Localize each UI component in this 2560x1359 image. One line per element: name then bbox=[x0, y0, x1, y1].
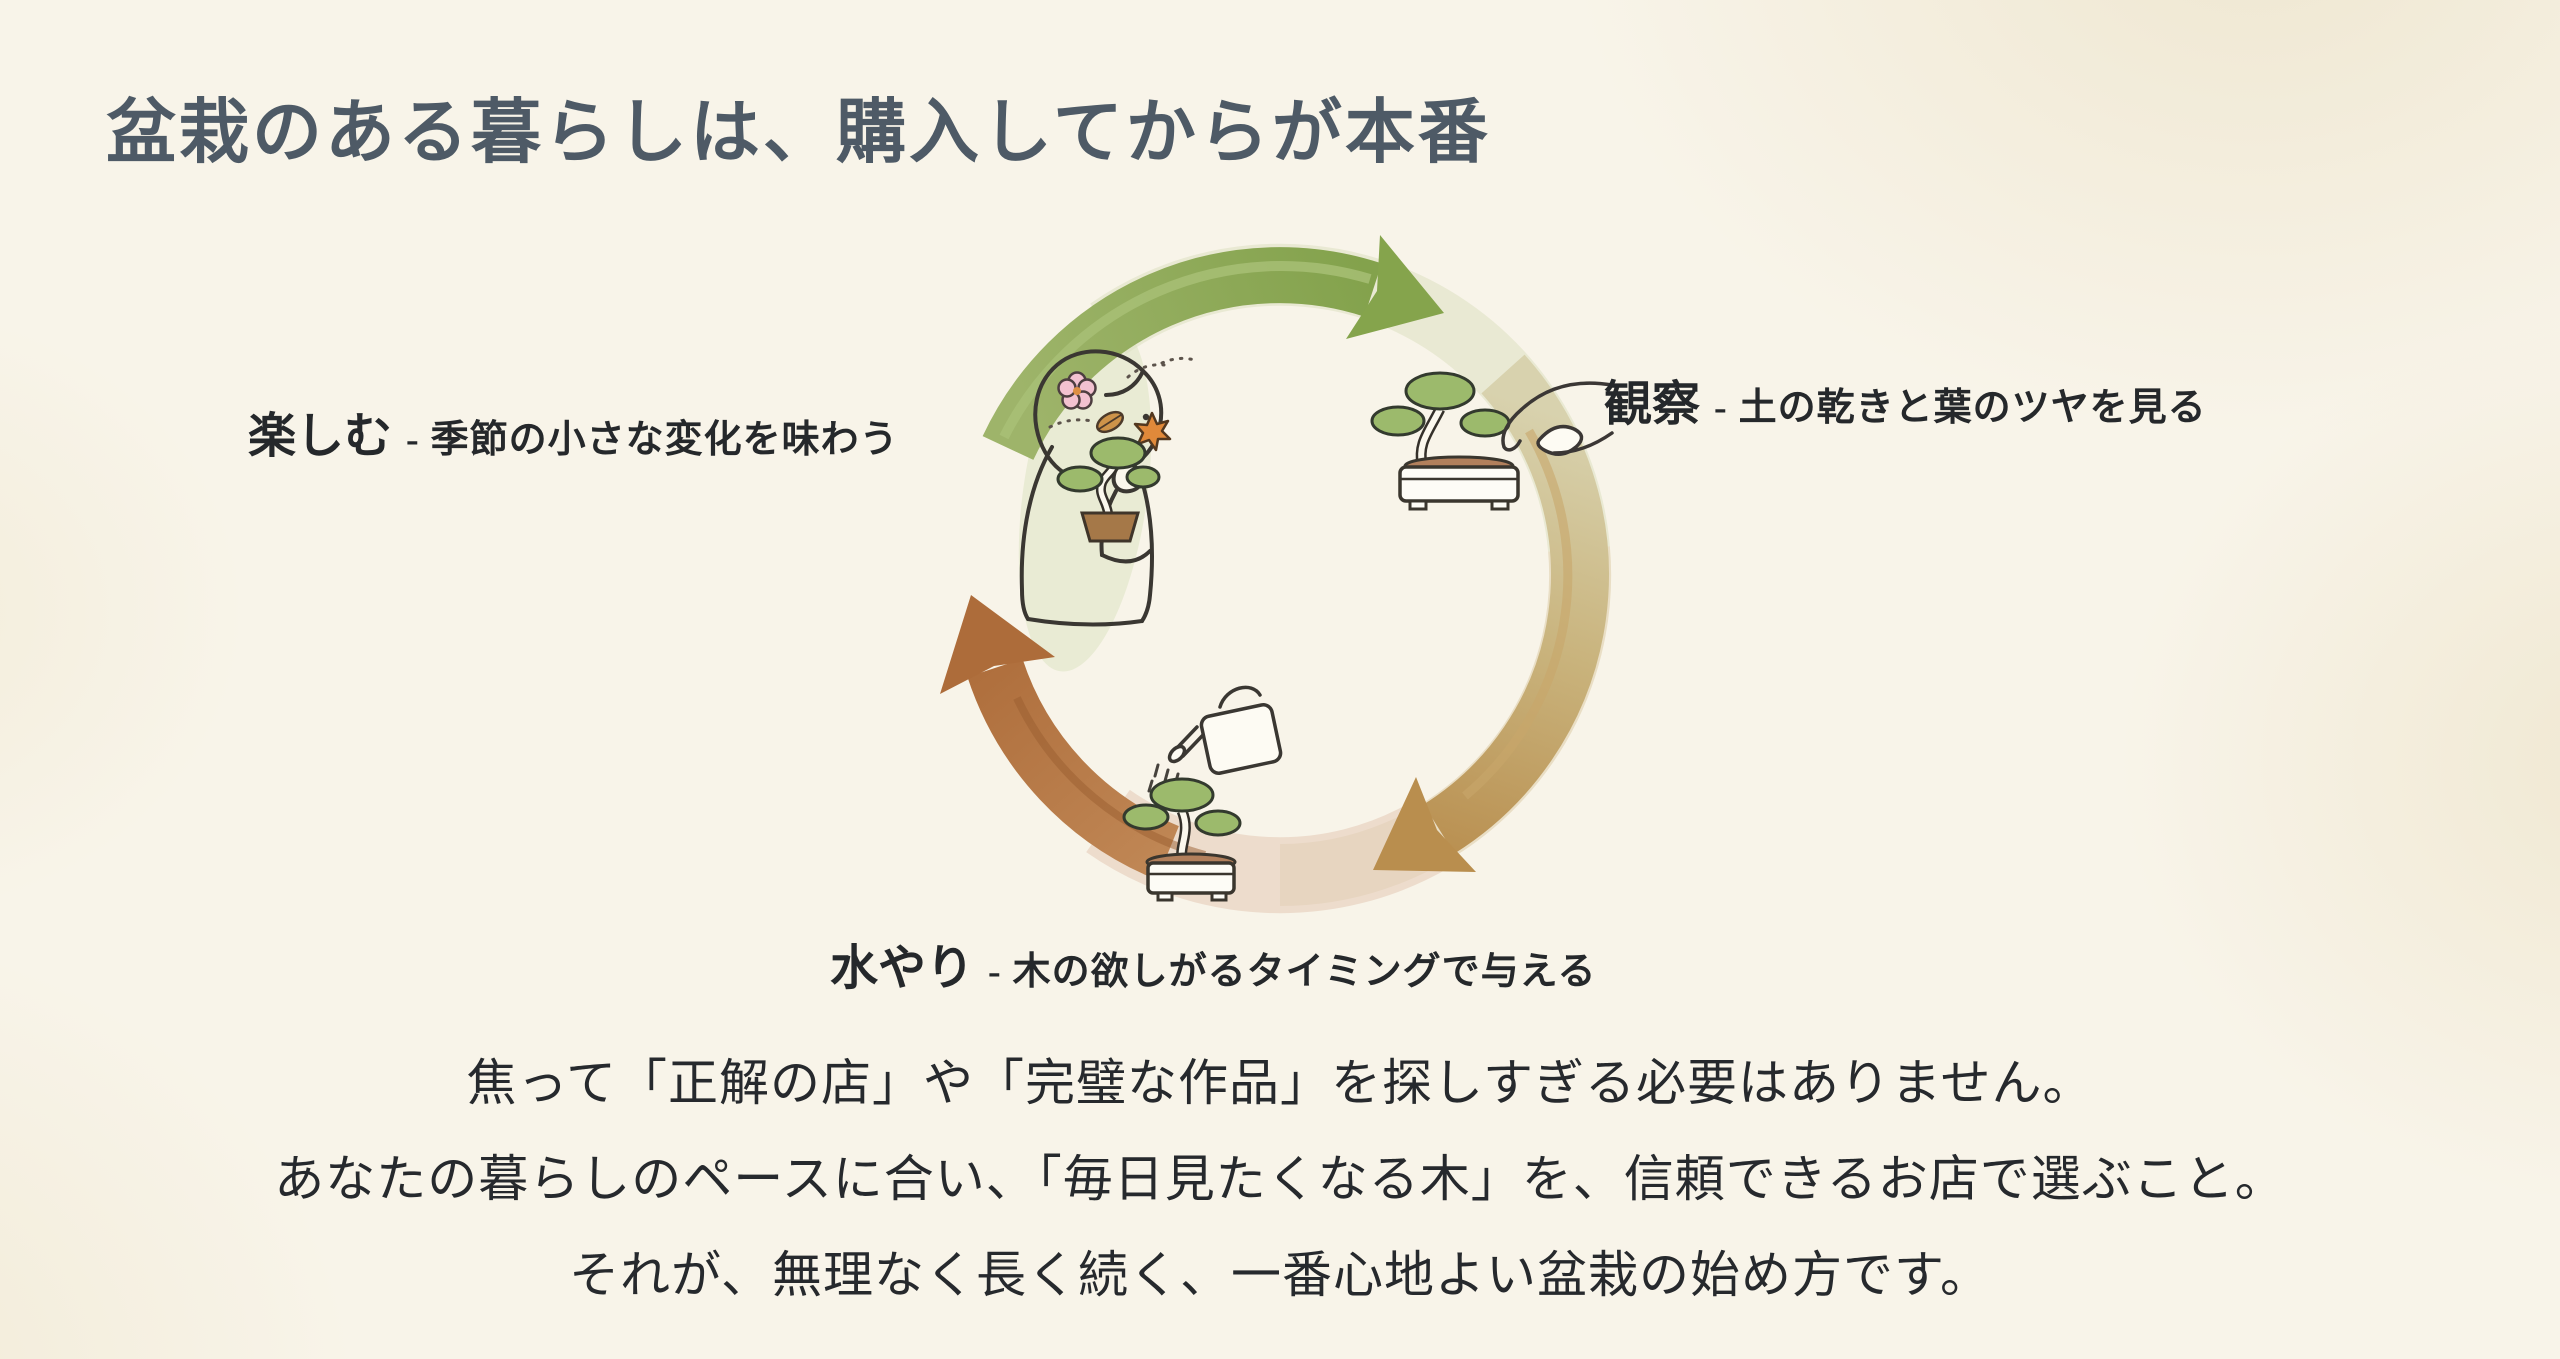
arrow-enjoy-to-observe bbox=[982, 235, 1444, 461]
step-label-watering: 水やり-木の欲しがるタイミングで与える bbox=[830, 928, 1597, 998]
drift-dots bbox=[1048, 356, 1200, 429]
step-enjoy-separator: - bbox=[406, 419, 419, 461]
step-watering-separator: - bbox=[988, 951, 1001, 993]
bonsai-icon bbox=[1370, 371, 1520, 511]
leaf-icon bbox=[1095, 410, 1125, 434]
step-watering-description: 木の欲しがるタイミングで与える bbox=[1012, 951, 1597, 993]
step-observe-separator: - bbox=[1714, 387, 1727, 429]
step-label-observe: 観察-土の乾きと葉のツヤを見る bbox=[1604, 364, 2207, 434]
cherry-blossom-icon bbox=[1057, 371, 1097, 410]
cycle-diagram bbox=[900, 195, 1660, 955]
closing-line-2: あなたの暮らしのペースに合い、「毎日見たくなる木」を、信頼できるお店で選ぶこと。 bbox=[274, 1151, 2286, 1207]
bonsai-icon bbox=[1122, 777, 1242, 902]
arrow-watering-to-enjoy bbox=[940, 595, 1207, 880]
closing-line-3: それが、無理なく長く続く、一番心地よい盆栽の始め方です。 bbox=[569, 1247, 1991, 1303]
step-watering-title: 水やり bbox=[830, 942, 975, 995]
closing-message: 焦って「正解の店」や「完璧な作品」を探しすぎる必要はありません。 あなたの暮らし… bbox=[0, 1058, 2560, 1346]
page-title: 盆栽のある暮らしは、購入してからが本番 bbox=[106, 95, 1491, 172]
step-enjoy-description: 季節の小さな変化を味わう bbox=[430, 419, 899, 461]
step-observe-title: 観察 bbox=[1604, 378, 1701, 431]
step-label-enjoy: 楽しむ-季節の小さな変化を味わう bbox=[248, 396, 899, 466]
closing-line-1: 焦って「正解の店」や「完璧な作品」を探しすぎる必要はありません。 bbox=[466, 1055, 2094, 1111]
hand-icon bbox=[1501, 381, 1614, 456]
watering-can-icon bbox=[1167, 685, 1283, 775]
step-enjoy-title: 楽しむ bbox=[248, 410, 393, 463]
maple-leaf-icon bbox=[1133, 411, 1172, 452]
step-observe-description: 土の乾きと葉のツヤを見る bbox=[1738, 387, 2207, 429]
bonsai-icon bbox=[1056, 436, 1161, 543]
cycle-diagram-canvas bbox=[940, 235, 1614, 914]
